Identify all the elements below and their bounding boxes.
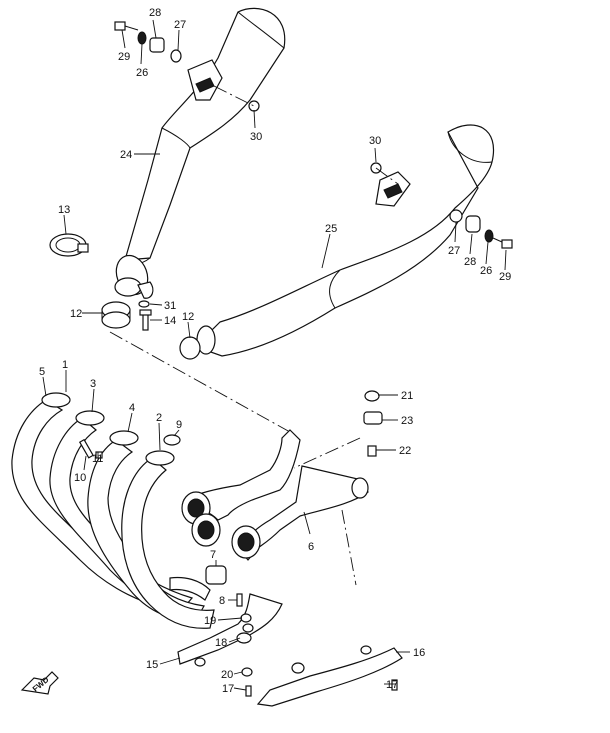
bolt-14 [138, 300, 152, 331]
callout-21: 21 [401, 390, 413, 402]
connection-line-1 [109, 331, 291, 433]
small-parts-left [78, 434, 181, 459]
callout-30-right: 30 [369, 135, 381, 147]
callout-18: 18 [215, 637, 227, 649]
mount-hardware-right [449, 209, 513, 249]
callout-19: 19 [204, 615, 216, 627]
connection-line-2 [293, 437, 361, 469]
leader-lines [42, 19, 507, 691]
muffler-right [179, 124, 495, 360]
callout-12-right: 12 [182, 311, 194, 323]
callout-4: 4 [129, 402, 135, 414]
heat-shield-16 [256, 645, 403, 707]
callout-27: 27 [174, 19, 186, 31]
callout-26-right: 26 [480, 265, 492, 277]
callout-28: 28 [149, 7, 161, 19]
callout-20: 20 [221, 669, 233, 681]
callout-30: 30 [250, 131, 262, 143]
callout-15: 15 [146, 659, 158, 671]
callout-22: 22 [399, 445, 411, 457]
callout-23: 23 [401, 415, 413, 427]
callout-labels: 28 27 29 26 30 24 13 31 12 14 30 25 27 2… [39, 7, 511, 695]
callout-14: 14 [164, 315, 176, 327]
callout-28-right: 28 [464, 256, 476, 268]
callout-29: 29 [118, 51, 130, 63]
callout-5: 5 [39, 366, 45, 378]
callout-24: 24 [120, 149, 132, 161]
muffler-left [114, 7, 286, 299]
callout-9: 9 [176, 419, 182, 431]
callout-29-right: 29 [499, 271, 511, 283]
cap-7 [205, 565, 227, 585]
callout-17-right: 17 [386, 679, 398, 691]
callout-16: 16 [413, 647, 425, 659]
callout-1: 1 [62, 359, 68, 371]
mount-hardware-left [114, 21, 260, 112]
callout-8: 8 [219, 595, 225, 607]
clamp-13 [49, 233, 89, 257]
callout-31: 31 [164, 300, 176, 312]
callout-25: 25 [325, 223, 337, 235]
callout-6: 6 [308, 541, 314, 553]
hardware-right-21-22-23 [363, 390, 383, 457]
small-bolts [236, 593, 398, 697]
callout-7: 7 [210, 549, 216, 561]
callout-13: 13 [58, 204, 70, 216]
callout-11: 11 [92, 453, 103, 465]
callout-10: 10 [74, 472, 86, 484]
connecting-pipe [181, 429, 369, 561]
callout-26: 26 [136, 67, 148, 79]
callout-2: 2 [156, 412, 162, 424]
callout-17: 17 [222, 683, 234, 695]
connection-line-3 [341, 509, 357, 586]
heat-shield-15 [177, 593, 283, 667]
callout-27-right: 27 [448, 245, 460, 257]
fwd-arrow-icon: FWD [20, 671, 59, 695]
callout-3: 3 [90, 378, 96, 390]
callout-12: 12 [70, 308, 82, 320]
gasket-12-left [101, 301, 131, 329]
